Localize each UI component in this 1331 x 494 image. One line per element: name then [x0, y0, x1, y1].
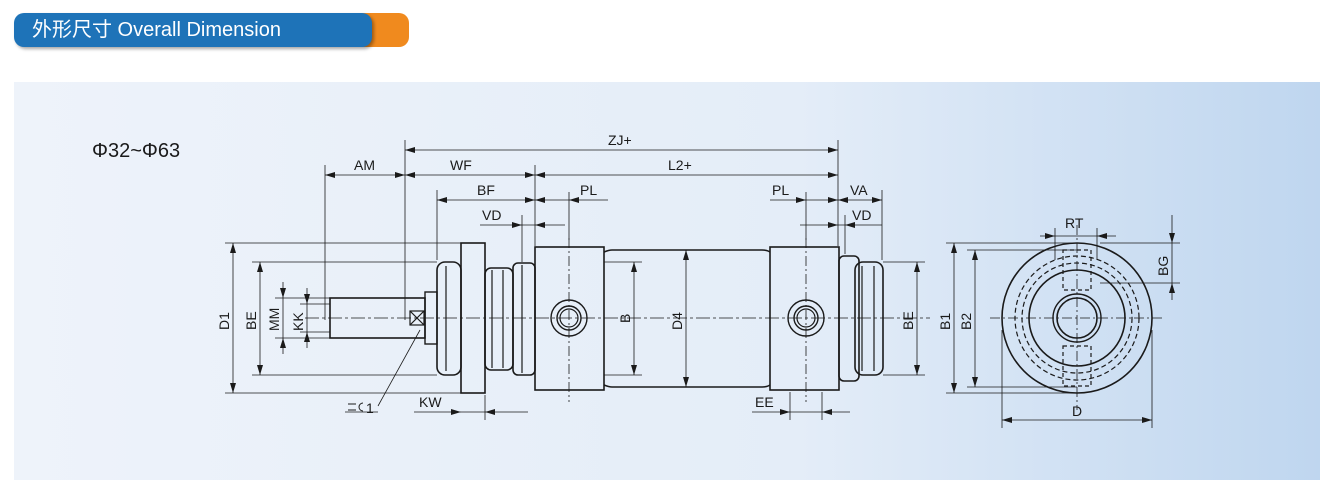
label-am: AM	[354, 157, 375, 173]
label-pl-right: PL	[772, 182, 789, 198]
label-pl-left: PL	[580, 182, 597, 198]
front-port-block	[534, 246, 605, 391]
label-d4: D4	[669, 312, 685, 330]
end-cap-outline	[1001, 242, 1153, 394]
rear-collar	[838, 255, 860, 382]
label-kw: KW	[419, 394, 442, 410]
label-kk: KK	[290, 312, 306, 331]
wrench-icon	[348, 402, 364, 412]
section-title: 外形尺寸 Overall Dimension	[32, 19, 281, 41]
label-ee: EE	[755, 394, 774, 410]
rear-thread	[854, 261, 884, 376]
label-vd-right: VD	[852, 207, 871, 223]
rod-wrench-flat	[409, 310, 425, 326]
header-bar: 外形尺寸 Overall Dimension	[14, 13, 372, 47]
label-b1: B1	[937, 313, 953, 330]
label-d1: D1	[216, 312, 232, 330]
section-header: 外形尺寸 Overall Dimension	[14, 13, 409, 47]
label-mm: MM	[266, 308, 282, 331]
label-b2: B2	[958, 313, 974, 330]
label-wf: WF	[450, 157, 472, 173]
label-bf: BF	[477, 182, 495, 198]
label-be-left: BE	[243, 311, 259, 330]
bore-circle	[1028, 269, 1126, 367]
label-zj: ZJ+	[608, 132, 632, 148]
front-collar	[512, 262, 536, 376]
front-thread	[436, 261, 462, 376]
label-bg: BG	[1155, 256, 1171, 276]
label-va: VA	[850, 182, 868, 198]
label-be-right: BE	[900, 311, 916, 330]
model-range-label: Φ32~Φ63	[92, 140, 181, 162]
drawing-panel	[14, 82, 1320, 480]
label-b: B	[617, 314, 633, 323]
label-d: D	[1072, 403, 1082, 419]
label-wrench: 1	[366, 400, 374, 416]
label-l2: L2+	[668, 157, 692, 173]
rear-port-block	[769, 246, 840, 391]
label-rt: RT	[1065, 215, 1084, 231]
label-vd-left: VD	[482, 207, 501, 223]
front-neck	[484, 267, 514, 371]
